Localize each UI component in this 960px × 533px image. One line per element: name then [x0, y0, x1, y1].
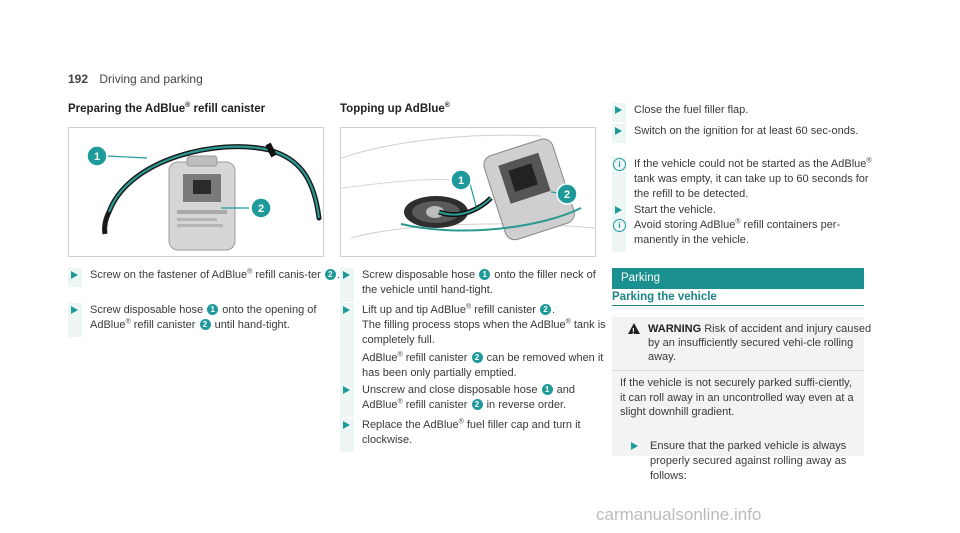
info-icon: i [613, 219, 626, 232]
figure-refill-canister: 1 2 [68, 127, 324, 257]
step-lift-canister: Lift up and tip AdBlue® refill canister … [340, 303, 612, 385]
step-triangle-icon [71, 306, 78, 314]
subsection-parking-vehicle: Parking the vehicle [612, 291, 864, 306]
step-triangle-icon [615, 106, 622, 114]
canister-illustration: 1 2 [86, 142, 322, 251]
callout-2 [250, 197, 272, 219]
callout-2 [556, 183, 578, 205]
step-triangle-icon [71, 271, 78, 279]
step-screw-fastener: Screw on the fastener of AdBlue® refill … [68, 268, 340, 287]
step-switch-ignition: Switch on the ignition for at least 60 s… [612, 124, 884, 143]
page-number: 192 [68, 72, 89, 86]
callout-2-label: 2 [258, 203, 264, 215]
step-unscrew-close: Unscrew and close disposable hose 1 and … [340, 383, 612, 417]
callout-1 [450, 169, 472, 191]
step-start-vehicle: Start the vehicle. [612, 203, 884, 222]
warning-divider [612, 370, 864, 371]
callout-2-label: 2 [564, 189, 570, 201]
heading-preparing-canister: Preparing the AdBlue® refill canister [68, 102, 266, 115]
step-triangle-icon [615, 206, 622, 214]
info-avoid-storing: i Avoid storing AdBlue® refill container… [612, 218, 884, 252]
step-close-flap: Close the fuel filler flap. [612, 103, 884, 122]
warning-box [612, 317, 864, 456]
step-replace-cap: Replace the AdBlue® fuel filler cap and … [340, 418, 612, 452]
callout-1-label: 1 [94, 151, 100, 163]
step-triangle-icon [615, 127, 622, 135]
step-triangle-icon [343, 386, 350, 394]
watermark: carmanualsonline.info [596, 505, 762, 524]
section-header-parking: Parking [612, 268, 864, 289]
step-triangle-icon [631, 442, 638, 450]
callout-1 [86, 145, 108, 167]
step-triangle-icon [343, 306, 350, 314]
callout-1-label: 1 [458, 175, 464, 187]
page-header: 192 Driving and parking [68, 72, 203, 86]
heading-topping-up: Topping up AdBlue® [340, 102, 450, 115]
step-triangle-icon [343, 271, 350, 279]
warning-icon [628, 323, 640, 339]
warning-body: If the vehicle is not securely parked su… [620, 377, 854, 418]
topping-up-illustration: 1 2 [341, 134, 595, 241]
step-screw-hose-filler: Screw disposable hose 1 onto the filler … [340, 268, 612, 302]
step-screw-hose-canister: Screw disposable hose 1 onto the opening… [68, 303, 340, 337]
warning-header: WARNING Risk of accident and injury caus… [628, 322, 880, 364]
figure-topping-up: 1 2 [340, 127, 596, 257]
step-triangle-icon [343, 421, 350, 429]
info-refill-detection: i If the vehicle could not be started as… [612, 157, 884, 206]
info-icon: i [613, 158, 626, 171]
step-secure-vehicle: Ensure that the parked vehicle is always… [628, 439, 880, 484]
chapter-title: Driving and parking [99, 72, 203, 86]
